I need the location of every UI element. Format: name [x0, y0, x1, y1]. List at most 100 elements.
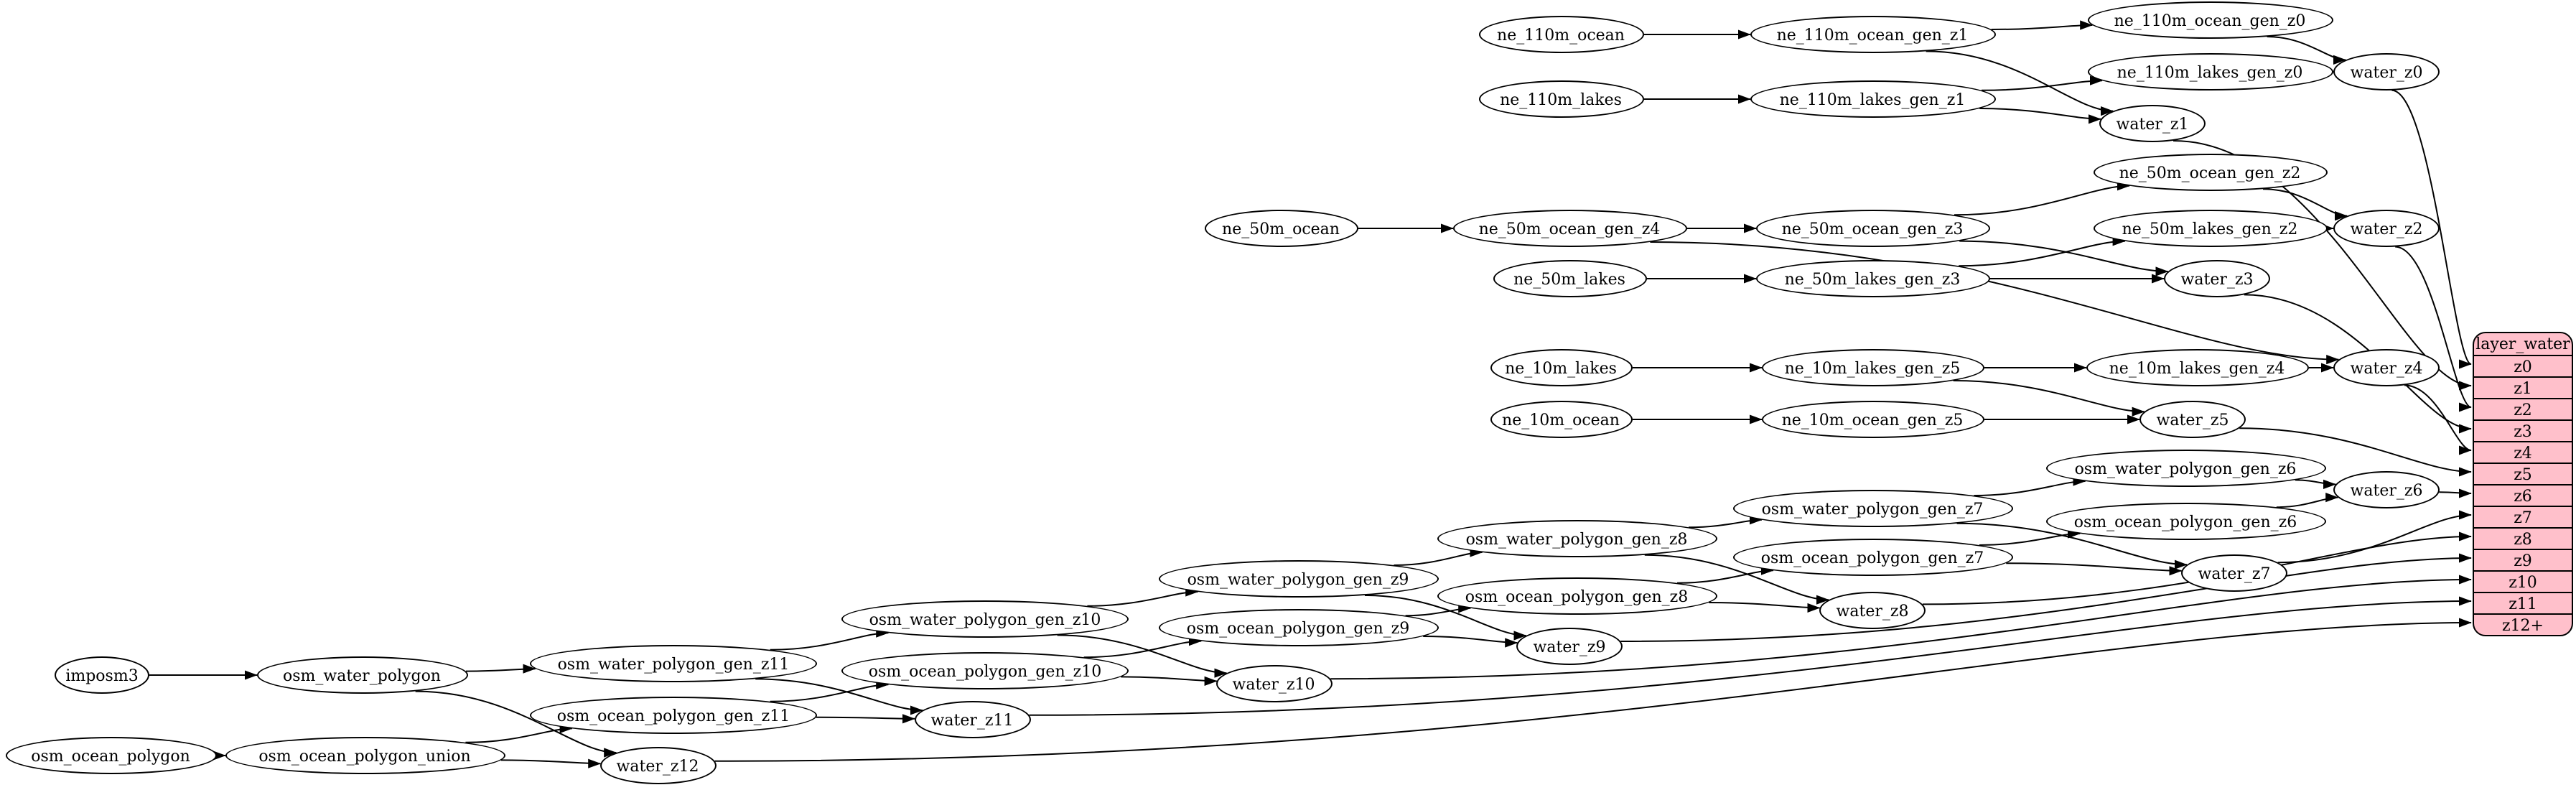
node-ne_10m_lakes_gen_z5: ne_10m_lakes_gen_z5	[1761, 349, 1984, 386]
edge-ne_110m_ocean_gen_z1-to-ne_110m_ocean_gen_z0	[1991, 20, 2094, 30]
layer-row-z5: z5	[2474, 463, 2572, 484]
node-osm_water_polygon_gen_z11: osm_water_polygon_gen_z11	[530, 645, 817, 682]
layer-row-z4: z4	[2474, 441, 2572, 463]
node-osm_ocean_polygon_gen_z6: osm_ocean_polygon_gen_z6	[2045, 503, 2325, 540]
layer-row-z6: z6	[2474, 484, 2572, 506]
node-ne_50m_ocean_gen_z2: ne_50m_ocean_gen_z2	[2093, 154, 2327, 191]
node-ne_50m_lakes: ne_50m_lakes	[1493, 260, 1646, 297]
edge-ne_110m_ocean_gen_z1-to-water_z1	[1926, 50, 2114, 116]
node-osm_ocean_polygon_gen_z8: osm_ocean_polygon_gen_z8	[1437, 577, 1717, 615]
edge-osm_ocean_polygon_gen_z8-to-osm_ocean_polygon_gen_z7	[1676, 565, 1774, 584]
node-osm_water_polygon_gen_z10: osm_water_polygon_gen_z10	[841, 600, 1129, 638]
edge-osm_ocean_polygon_gen_z7-to-water_z7	[2006, 562, 2183, 576]
edge-osm_water_polygon-to-osm_water_polygon_gen_z11	[465, 664, 536, 674]
edge-water_z5-to-layer_water.z5	[2239, 427, 2472, 477]
node-osm_ocean_polygon_gen_z7: osm_ocean_polygon_gen_z7	[1732, 539, 2012, 576]
node-ne_10m_lakes_gen_z4: ne_10m_lakes_gen_z4	[2086, 349, 2308, 386]
edge-osm_ocean_polygon_gen_z7-to-osm_ocean_polygon_gen_z6	[1979, 529, 2081, 546]
edge-water_z0-to-layer_water.z0	[2391, 89, 2472, 369]
edge-osm_water_polygon_gen_z8-to-osm_water_polygon_gen_z7	[1688, 515, 1763, 529]
edge-osm_ocean_polygon_gen_z10-to-osm_ocean_polygon_gen_z9	[1083, 636, 1202, 659]
edge-ne_110m_ocean_gen_z0-to-water_z0	[2267, 36, 2346, 65]
edge-ne_110m_lakes_gen_z1-to-water_z1	[1979, 108, 2101, 124]
node-water_z11: water_z11	[914, 701, 1030, 738]
node-osm_water_polygon_gen_z7: osm_water_polygon_gen_z7	[1732, 490, 2012, 527]
edge-osm_water_polygon_gen_z10-to-osm_water_polygon_gen_z9	[1087, 587, 1199, 607]
edge-osm_ocean_polygon_union-to-osm_ocean_polygon_gen_z11	[465, 723, 573, 743]
node-ne_110m_ocean_gen_z0: ne_110m_ocean_gen_z0	[2087, 1, 2333, 39]
edge-ne_110m_lakes_gen_z1-to-ne_110m_lakes_gen_z0	[1981, 75, 2103, 91]
edge-osm_ocean_polygon_gen_z8-to-water_z8	[1709, 602, 1821, 613]
node-osm_water_polygon_gen_z9: osm_water_polygon_gen_z9	[1158, 560, 1438, 598]
node-ne_10m_lakes: ne_10m_lakes	[1490, 349, 1632, 386]
edge-water_z2-to-layer_water.z2	[2395, 246, 2472, 412]
edge-osm_water_polygon_gen_z10-to-water_z10	[1057, 634, 1228, 678]
node-water_z4: water_z4	[2333, 349, 2440, 386]
layer-row-z0: z0	[2474, 355, 2572, 376]
edge-water_z9-to-layer_water.z9	[1620, 553, 2472, 642]
node-water_z8: water_z8	[1819, 592, 1926, 629]
layer-row-z3: z3	[2474, 419, 2572, 441]
node-ne_50m_ocean_gen_z4: ne_50m_ocean_gen_z4	[1452, 210, 1686, 247]
node-water_z12: water_z12	[599, 747, 716, 784]
node-water_z0: water_z0	[2333, 53, 2440, 90]
node-ne_50m_lakes_gen_z3: ne_50m_lakes_gen_z3	[1755, 260, 1989, 297]
node-water_z3: water_z3	[2164, 260, 2270, 297]
edge-osm_ocean_polygon_union-to-water_z12	[500, 758, 602, 768]
edge-ne_10m_lakes_gen_z5-to-water_z5	[1953, 380, 2145, 417]
edge-osm_water_polygon_gen_z8-to-water_z8	[1644, 554, 1829, 605]
node-water_z6: water_z6	[2333, 471, 2440, 508]
edge-osm_water_polygon_gen_z9-to-osm_water_polygon_gen_z8	[1394, 547, 1483, 566]
edge-osm_ocean_polygon_gen_z11-to-osm_ocean_polygon_gen_z10	[770, 679, 890, 702]
edge-ne_50m_ocean_gen_z3-to-water_z3	[1959, 240, 2169, 276]
edge-osm_water_polygon_gen_z9-to-water_z9	[1364, 595, 1527, 641]
node-osm_ocean_polygon_gen_z11: osm_ocean_polygon_gen_z11	[530, 697, 817, 734]
layer-water-table: layer_water z0 z1 z2 z3 z4 z5 z6 z7 z8 z…	[2473, 332, 2573, 636]
node-water_z10: water_z10	[1215, 665, 1332, 702]
edge-ne_50m_ocean_gen_z2-to-water_z2	[2262, 188, 2348, 221]
edge-water_z10-to-layer_water.z10	[1330, 575, 2472, 680]
edge-water_z4-to-layer_water.z4	[2404, 384, 2472, 455]
layer-row-z7: z7	[2474, 506, 2572, 527]
edge-water_z12-to-layer_water.z12+	[714, 618, 2472, 762]
node-ne_10m_ocean: ne_10m_ocean	[1490, 401, 1632, 438]
edge-osm_water_polygon_gen_z7-to-water_z7	[1956, 522, 2188, 570]
edge-ne_50m_lakes_gen_z3-to-ne_50m_lakes_gen_z2	[1959, 236, 2126, 267]
edge-osm_ocean_polygon_gen_z9-to-osm_ocean_polygon_gen_z8	[1405, 603, 1472, 617]
edge-osm_ocean_polygon_gen_z11-to-water_z11	[816, 714, 915, 724]
node-water_z1: water_z1	[2099, 105, 2206, 142]
edge-ne_50m_ocean_gen_z4-to-water_z4	[1650, 241, 2340, 365]
edge-osm_water_polygon_gen_z11-to-water_z11	[755, 678, 923, 715]
edge-osm_water_polygon_gen_z11-to-osm_water_polygon_gen_z10	[770, 628, 890, 651]
edge-osm_water_polygon_gen_z6-to-water_z6	[2295, 479, 2336, 489]
node-osm_ocean_polygon: osm_ocean_polygon	[5, 737, 216, 774]
node-osm_ocean_polygon_gen_z10: osm_ocean_polygon_gen_z10	[841, 652, 1129, 689]
node-ne_110m_lakes_gen_z0: ne_110m_lakes_gen_z0	[2087, 53, 2333, 90]
edge-osm_ocean_polygon_gen_z6-to-water_z6	[2276, 493, 2339, 508]
layer-water-title: layer_water	[2475, 335, 2570, 353]
edge-osm_ocean_polygon_gen_z9-to-water_z9	[1423, 636, 1518, 648]
node-water_z9: water_z9	[1516, 628, 1623, 665]
layer-row-z1: z1	[2474, 376, 2572, 398]
node-imposm3: imposm3	[55, 656, 149, 694]
node-osm_ocean_polygon_gen_z9: osm_ocean_polygon_gen_z9	[1158, 609, 1438, 646]
node-ne_10m_ocean_gen_z5: ne_10m_ocean_gen_z5	[1761, 401, 1984, 438]
edge-water_z6-to-layer_water.z6	[2439, 488, 2472, 498]
node-osm_water_polygon_gen_z6: osm_water_polygon_gen_z6	[2045, 450, 2325, 487]
edge-ne_50m_ocean_gen_z3-to-ne_50m_ocean_gen_z2	[1954, 181, 2130, 216]
edge-osm_water_polygon_gen_z7-to-osm_water_polygon_gen_z6	[1974, 476, 2086, 496]
layer-row-z10: z10	[2474, 570, 2572, 592]
node-ne_110m_ocean_gen_z1: ne_110m_ocean_gen_z1	[1750, 16, 1995, 53]
node-ne_50m_lakes_gen_z2: ne_50m_lakes_gen_z2	[2093, 210, 2327, 247]
node-water_z2: water_z2	[2333, 210, 2440, 247]
node-ne_110m_ocean: ne_110m_ocean	[1478, 16, 1643, 53]
node-ne_110m_lakes_gen_z1: ne_110m_lakes_gen_z1	[1750, 80, 1995, 118]
layer-row-z12p: z12+	[2474, 613, 2572, 635]
edge-osm_water_polygon-to-water_z12	[415, 690, 617, 758]
layer-row-z8: z8	[2474, 527, 2572, 549]
edge-water_z11-to-layer_water.z11	[1029, 596, 2472, 716]
node-ne_50m_ocean: ne_50m_ocean	[1204, 210, 1358, 247]
layer-row-z11: z11	[2474, 592, 2572, 613]
layer-row-z9: z9	[2474, 549, 2572, 570]
